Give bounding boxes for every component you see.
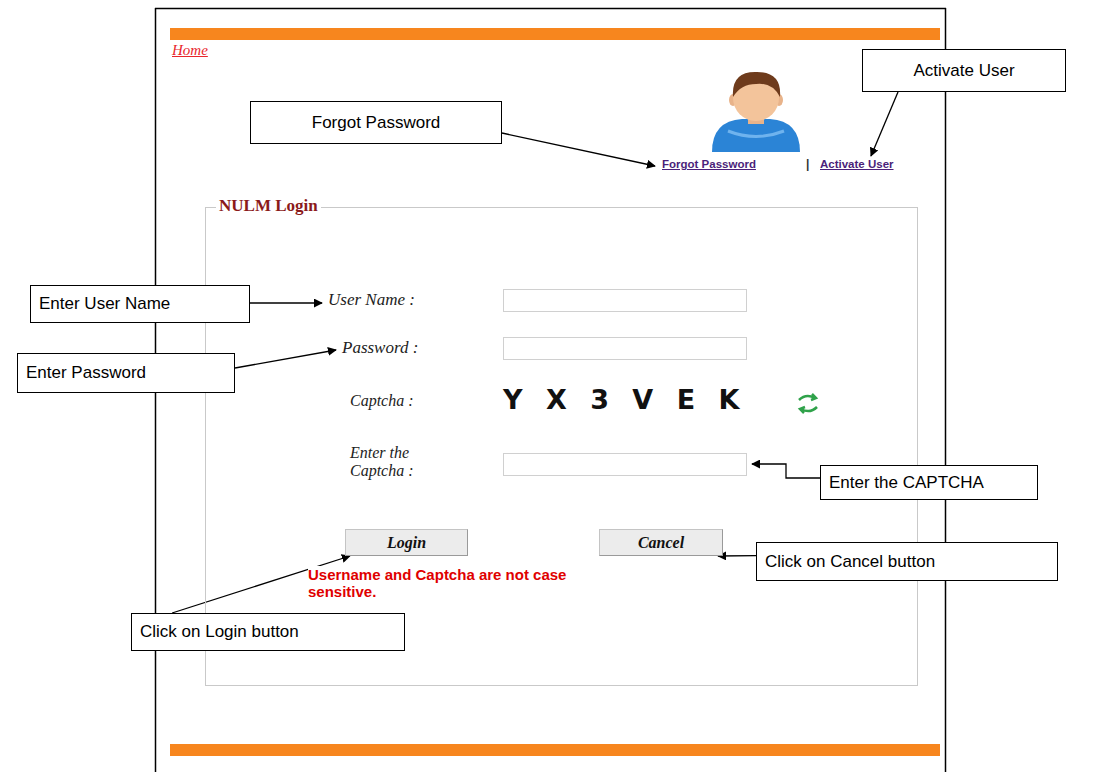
- field-label: Password :: [342, 338, 418, 358]
- text-input: [503, 289, 747, 312]
- leader-arrow: [250, 302, 322, 303]
- callout-text: Enter Password: [26, 363, 146, 383]
- field-label: User Name :: [328, 290, 415, 310]
- callout-box: Enter the CAPTCHA: [820, 465, 1038, 500]
- user-avatar: [712, 72, 800, 152]
- orange-bar: [170, 744, 940, 756]
- frame-line: [945, 8, 947, 772]
- captcha-text: Y X 3 V E K: [503, 384, 741, 415]
- leader-arrow: [502, 133, 655, 166]
- leader-arrow: [871, 92, 898, 156]
- text-input: [503, 453, 747, 476]
- callout-box: Click on Cancel button: [756, 542, 1058, 581]
- callout-box: Forgot Password: [250, 101, 502, 144]
- home-link: Home: [172, 42, 208, 59]
- orange-bar: [170, 28, 940, 40]
- field-label: Enter the Captcha :: [350, 444, 436, 480]
- fieldset-heading: NULM Login: [216, 196, 321, 216]
- callout-box: Enter Password: [17, 353, 235, 393]
- captcha-refresh-icon: [799, 394, 817, 413]
- activate-user-link: Activate User: [820, 158, 894, 170]
- form-button: Cancel: [599, 529, 723, 556]
- callout-text: Click on Login button: [140, 622, 299, 642]
- callout-text: Click on Cancel button: [765, 552, 935, 572]
- callout-text: Enter User Name: [39, 294, 170, 314]
- callout-text: Forgot Password: [312, 113, 441, 133]
- text-input: [503, 337, 747, 360]
- leader-arrow: [752, 464, 820, 478]
- link-separator: |: [806, 157, 809, 171]
- leader-lines: [235, 92, 898, 478]
- button-label: Login: [387, 534, 426, 552]
- leader-arrow: [235, 350, 336, 368]
- form-button: Login: [345, 529, 468, 556]
- callout-box: Activate User: [862, 49, 1066, 92]
- callout-text: Enter the CAPTCHA: [829, 473, 984, 493]
- frame-line: [155, 8, 946, 10]
- case-note: Username and Captcha are not case sensit…: [308, 566, 598, 600]
- callout-arrow: [718, 555, 756, 557]
- button-label: Cancel: [638, 534, 684, 552]
- callout-text: Activate User: [913, 61, 1014, 81]
- field-label: Captcha :: [350, 392, 414, 410]
- callout-box: Click on Login button: [131, 613, 405, 651]
- forgot-password-link: Forgot Password: [662, 158, 756, 170]
- callout-box: Enter User Name: [30, 285, 250, 323]
